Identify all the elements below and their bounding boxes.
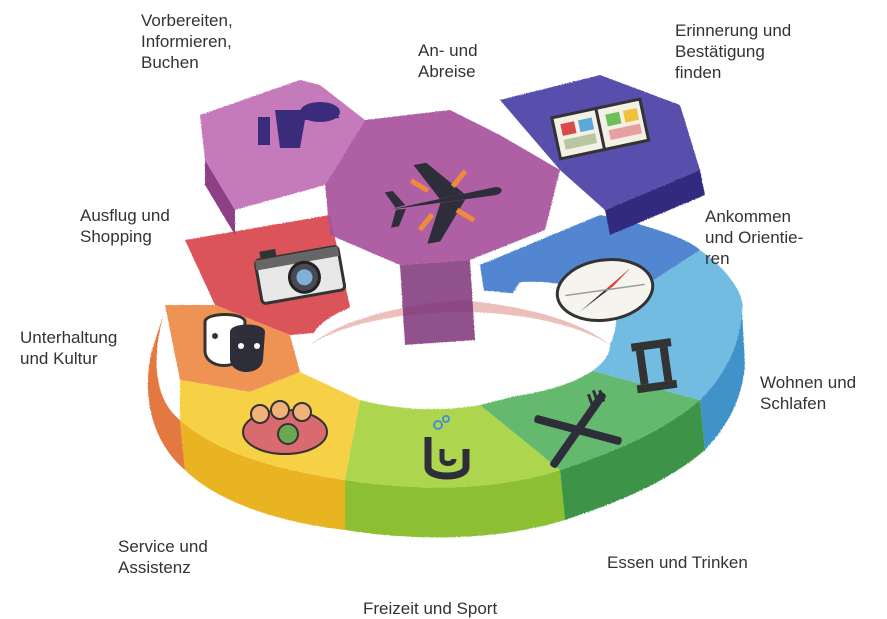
piece-sleep	[590, 250, 743, 400]
label-food: Essen und Trinken	[607, 553, 748, 572]
helping-hands-icon	[242, 400, 328, 455]
label-arrival: Ankommen und Orientie- ren	[705, 207, 804, 268]
camera-icon	[253, 245, 347, 305]
compass-icon	[555, 258, 655, 322]
bed-icon	[630, 338, 678, 394]
label-sleep: Wohnen und Schlafen	[760, 373, 857, 413]
ring	[147, 310, 745, 538]
photo-album-icon	[550, 97, 651, 161]
label-prepare: Vorbereiten, Informieren, Buchen	[141, 11, 233, 72]
fork-knife-icon	[534, 389, 622, 468]
label-travel: An- und Abreise	[418, 41, 478, 81]
diving-icon	[424, 415, 470, 480]
label-memory: Erinnerung und Bestätigung finden	[675, 21, 792, 82]
theater-masks-icon	[203, 313, 265, 372]
label-culture: Unterhaltung und Kultur	[20, 328, 118, 368]
airplane-icon	[384, 162, 502, 244]
label-leisure: Freizeit und Sport	[363, 599, 498, 618]
piece-food	[480, 370, 700, 470]
info-icon	[258, 102, 340, 148]
label-excursion: Ausflug und Shopping	[80, 206, 170, 246]
piece-leisure	[345, 400, 560, 488]
label-service: Service und Assistenz	[118, 537, 208, 577]
